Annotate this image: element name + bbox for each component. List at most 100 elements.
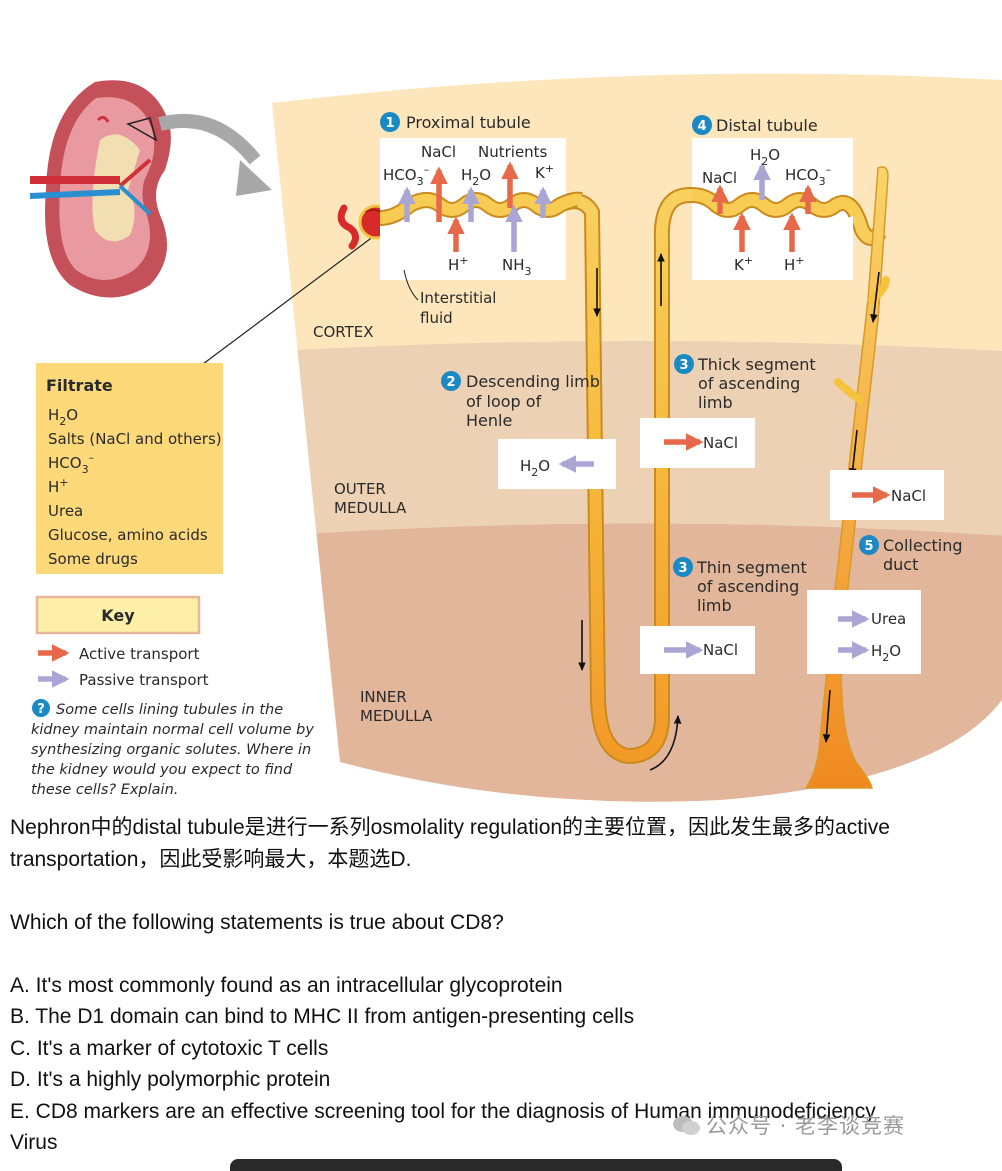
collect-label-nacl: NaCl xyxy=(891,487,926,505)
outer-medulla-label: OUTER xyxy=(334,480,386,498)
filtrate-title: Filtrate xyxy=(46,376,113,395)
kidney-illustration xyxy=(29,80,272,298)
stage-distal: 4 Distal tubule xyxy=(692,115,818,135)
outer-medulla-label: MEDULLA xyxy=(334,499,407,517)
inner-medulla-label: INNER xyxy=(360,688,407,706)
option-e-continued: Virus xyxy=(10,1131,58,1154)
question-stem: Which of the following statements is tru… xyxy=(10,910,504,934)
bottom-toolbar[interactable] xyxy=(230,1159,842,1171)
filtrate-h2o: H2O xyxy=(48,406,78,428)
stage-5-badge xyxy=(859,535,879,555)
thick-label-nacl: NaCl xyxy=(703,434,738,452)
proximal-labels: NaCl Nutrients HCO3– H2O K+ H+ NH3 xyxy=(383,143,554,278)
option-a: A. It's most commonly found as an intrac… xyxy=(10,973,563,997)
proximal-tubule-title: Proximal tubule xyxy=(406,113,531,132)
key-title: Key xyxy=(101,606,135,625)
stage-proximal: 1 Proximal tubule xyxy=(380,112,531,132)
wechat-icon xyxy=(673,1116,700,1135)
flow-arrows xyxy=(578,253,880,771)
filtrate-pointer-line xyxy=(202,235,375,365)
explanation-line: Nephron中的distal tubule是进行一系列osmolality r… xyxy=(10,816,890,839)
descending-title-line: Henle xyxy=(466,411,512,430)
option-c: C. It's a marker of cytotoxic T cells xyxy=(10,1036,329,1060)
descending-title-line: of loop of xyxy=(466,392,542,411)
article-text: Nephron中的distal tubule是进行一系列osmolality r… xyxy=(10,812,1002,1159)
stage-3-thick-number: 3 xyxy=(679,358,688,373)
label-nacl: NaCl xyxy=(421,143,456,161)
filtrate-drugs: Some drugs xyxy=(48,550,138,568)
box-transport-arrows xyxy=(558,433,891,659)
option-e: E. CD8 markers are an effective screenin… xyxy=(10,1099,876,1123)
question-mark: ? xyxy=(37,702,45,717)
thin-label-nacl: NaCl xyxy=(703,641,738,659)
distal-label-h2o: H2O xyxy=(750,146,780,168)
distal-transport-arrows xyxy=(711,162,817,252)
stage-3-thin-number: 3 xyxy=(678,561,687,576)
key: Key Active transport Passive transport xyxy=(35,595,209,689)
distal-label-h: H+ xyxy=(784,254,805,274)
thin-title-line: limb xyxy=(697,596,732,615)
label-k: K+ xyxy=(535,162,554,182)
key-box xyxy=(35,595,201,635)
watermark: 公众号 · 老李谈竞赛 xyxy=(706,1114,906,1138)
question-line: Some cells lining tubules in the xyxy=(56,702,283,718)
stage-descending: 2 Descending limb of loop of Henle xyxy=(441,371,600,430)
question-icon xyxy=(32,699,50,717)
nephron-diagram: 1 Proximal tubule 4 Distal tubule 2 Desc… xyxy=(29,73,1002,802)
stage-thin: 3 Thin segment of ascending limb xyxy=(673,557,807,615)
thin-title-line: of ascending xyxy=(697,577,799,596)
label-nh3: NH3 xyxy=(502,256,532,278)
collecting-title-line: duct xyxy=(883,555,918,574)
question-note: ? Some cells lining tubules in the kidne… xyxy=(31,699,314,798)
interstitial-line: fluid xyxy=(420,309,453,327)
interstitial-fluid-label: Interstitial fluid xyxy=(403,269,496,327)
filtrate-hco3: HCO3– xyxy=(48,451,94,476)
label-h: H+ xyxy=(448,254,469,274)
collect-label-h2o: H2O xyxy=(871,642,901,664)
label-hco3: HCO3– xyxy=(383,163,429,188)
option-b: B. The D1 domain can bind to MHC II from… xyxy=(10,1005,635,1028)
distal-tubule-title: Distal tubule xyxy=(716,116,818,135)
descending-title-line: Descending limb xyxy=(466,372,600,391)
filtrate-glucose: Glucose, amino acids xyxy=(48,526,208,544)
thin-title-line: Thin segment xyxy=(696,558,807,577)
inner-medulla-label: MEDULLA xyxy=(360,707,433,725)
distal-label-nacl: NaCl xyxy=(702,169,737,187)
collecting-title-line: Collecting xyxy=(883,536,963,555)
stage-2-badge xyxy=(441,371,461,391)
filtrate-box: Filtrate H2O Salts (NaCl and others) HCO… xyxy=(36,363,223,574)
thick-title-line: of ascending xyxy=(698,374,800,393)
thick-title-line: Thick segment xyxy=(697,355,816,374)
stage-2-number: 2 xyxy=(446,375,455,390)
proximal-transport-arrows xyxy=(398,161,552,252)
explanation-line: transportation，因此受影响最大，本题选D. xyxy=(10,847,412,871)
stage-collecting: 5 Collecting duct xyxy=(859,535,963,574)
thick-title-line: limb xyxy=(698,393,733,412)
stage-1-number: 1 xyxy=(385,116,394,131)
interstitial-line: Interstitial xyxy=(420,289,496,307)
distal-label-k: K+ xyxy=(734,254,753,274)
desc-label-h2o: H2O xyxy=(520,457,550,479)
distal-labels: H2O NaCl HCO3– K+ H+ xyxy=(702,146,831,274)
label-h2o: H2O xyxy=(461,166,491,188)
question-line: these cells? Explain. xyxy=(31,782,178,798)
option-d: D. It's a highly polymorphic protein xyxy=(10,1068,331,1091)
stage-thick: 3 Thick segment of ascending limb xyxy=(674,354,816,412)
cortex-label: CORTEX xyxy=(313,323,374,341)
stage-5-number: 5 xyxy=(864,539,873,554)
box-labels: H2O NaCl NaCl NaCl Urea H2O xyxy=(520,434,926,664)
filtrate-urea: Urea xyxy=(48,502,83,520)
descending-panel xyxy=(498,439,616,489)
stage-4-badge xyxy=(692,115,712,135)
collect-label-urea: Urea xyxy=(871,610,906,628)
collect-urea-panel xyxy=(807,590,921,674)
stage-3-thick-badge xyxy=(674,354,694,374)
stage-4-number: 4 xyxy=(697,119,706,134)
question-line: the kidney would you expect to find xyxy=(31,762,293,778)
distal-label-hco3: HCO3– xyxy=(785,163,831,188)
question-line: synthesizing organic solutes. Where in xyxy=(31,742,311,758)
question-line: kidney maintain normal cell volume by xyxy=(31,722,314,738)
label-nutrients: Nutrients xyxy=(478,143,548,161)
region-labels: CORTEX OUTER MEDULLA INNER MEDULLA xyxy=(313,323,433,725)
filtrate-box-bg xyxy=(36,363,223,574)
